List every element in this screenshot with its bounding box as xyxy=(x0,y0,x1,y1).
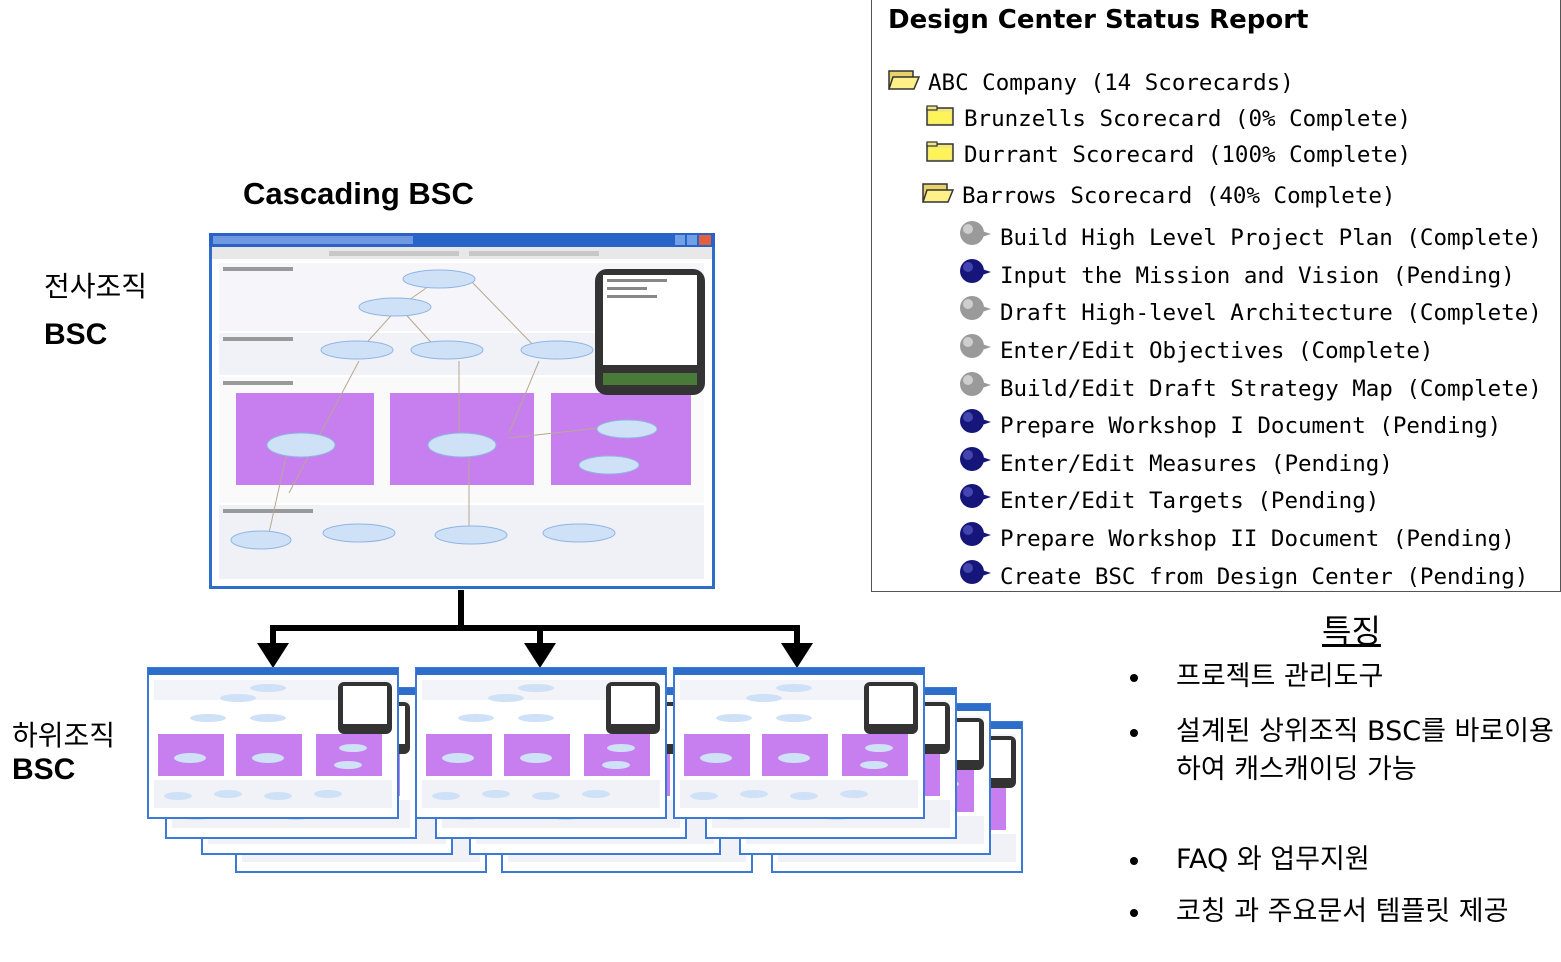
status-tree-item-label: Create BSC from Design Center (Pending) xyxy=(1000,563,1529,590)
status-tree-item-label: Build/Edit Draft Strategy Map (Complete) xyxy=(1000,375,1542,402)
status-tree-item-label: Enter/Edit Measures (Pending) xyxy=(1000,450,1393,477)
strategy-map-window xyxy=(209,233,715,589)
status-tree-item[interactable]: Durrant Scorecard (100% Complete) xyxy=(926,140,1411,171)
status-tree-item-label: Brunzells Scorecard (0% Complete) xyxy=(964,106,1412,132)
status-tree-item[interactable]: Enter/Edit Targets (Pending) xyxy=(958,482,1379,520)
bullet-icon xyxy=(1130,857,1138,865)
status-tree-item[interactable]: Enter/Edit Measures (Pending) xyxy=(958,445,1393,483)
feature-text: 프로젝트 관리도구 xyxy=(1176,661,1384,692)
sub-org-windows xyxy=(147,667,1023,873)
status-tree-item-label: Draft High-level Architecture (Complete) xyxy=(1000,299,1542,326)
bullet-icon xyxy=(1130,909,1138,917)
blue-bullet-icon xyxy=(958,520,992,558)
open-folder-icon xyxy=(887,69,921,99)
status-tree-item[interactable]: Create BSC from Design Center (Pending) xyxy=(958,558,1528,596)
blue-bullet-icon xyxy=(958,445,992,483)
status-tree-item-label: Input the Mission and Vision (Pending) xyxy=(1000,262,1515,289)
top-org-label: 전사조직 xyxy=(44,270,148,303)
status-tree-item-label: ABC Company (14 Scorecards) xyxy=(928,70,1294,96)
bullet-icon xyxy=(1130,674,1138,682)
blue-bullet-icon xyxy=(958,257,992,295)
features-title: 특징 xyxy=(1322,612,1381,650)
gray-bullet-icon xyxy=(958,219,992,257)
status-tree-item[interactable]: Brunzells Scorecard (0% Complete) xyxy=(926,104,1411,135)
blue-bullet-icon xyxy=(958,482,992,520)
blue-bullet-icon xyxy=(958,407,992,445)
cascading-title: Cascading BSC xyxy=(243,176,474,211)
status-tree-item[interactable]: Enter/Edit Objectives (Complete) xyxy=(958,332,1433,370)
status-tree-item-label: Barrows Scorecard (40% Complete) xyxy=(962,183,1396,209)
gray-bullet-icon xyxy=(958,332,992,370)
gray-bullet-icon xyxy=(958,294,992,332)
status-tree-item-label: Enter/Edit Targets (Pending) xyxy=(1000,487,1380,514)
strategy-map-thumbnail xyxy=(209,233,715,589)
sub-org-label: 하위조직 xyxy=(12,719,116,752)
status-tree-item[interactable]: Draft High-level Architecture (Complete) xyxy=(958,294,1542,332)
feature-text: FAQ 와 업무지원 xyxy=(1176,844,1370,875)
open-folder-icon xyxy=(921,182,955,212)
top-org-bsc: BSC xyxy=(44,318,108,351)
status-tree-item-label: Enter/Edit Objectives (Complete) xyxy=(1000,337,1434,364)
feature-text: 설계된 상위조직 BSC를 바로이용하여 캐스캐이딩 가능 xyxy=(1176,716,1554,785)
sub-org-bsc: BSC xyxy=(12,753,76,786)
gray-bullet-icon xyxy=(958,370,992,408)
status-tree-item[interactable]: Prepare Workshop II Document (Pending) xyxy=(958,520,1515,558)
bullet-icon xyxy=(1130,729,1138,737)
folder-icon xyxy=(926,104,956,135)
status-tree-item[interactable]: Barrows Scorecard (40% Complete) xyxy=(921,181,1396,212)
status-tree-item-label: Prepare Workshop II Document (Pending) xyxy=(1000,525,1515,552)
report-title: Design Center Status Report xyxy=(888,5,1309,35)
status-tree-item[interactable]: ABC Company (14 Scorecards) xyxy=(887,68,1294,99)
status-tree-item-label: Prepare Workshop I Document (Pending) xyxy=(1000,412,1502,439)
status-tree-item[interactable]: Build/Edit Draft Strategy Map (Complete) xyxy=(958,370,1542,408)
status-tree-item[interactable]: Prepare Workshop I Document (Pending) xyxy=(958,407,1501,445)
feature-text: 코칭 과 주요문서 템플릿 제공 xyxy=(1176,896,1509,927)
folder-icon xyxy=(926,140,956,171)
status-tree-item[interactable]: Input the Mission and Vision (Pending) xyxy=(958,257,1515,295)
status-tree-item-label: Build High Level Project Plan (Complete) xyxy=(1000,224,1542,251)
blue-bullet-icon xyxy=(958,558,992,596)
status-tree-item[interactable]: Build High Level Project Plan (Complete) xyxy=(958,219,1542,257)
status-tree-item-label: Durrant Scorecard (100% Complete) xyxy=(964,142,1412,168)
